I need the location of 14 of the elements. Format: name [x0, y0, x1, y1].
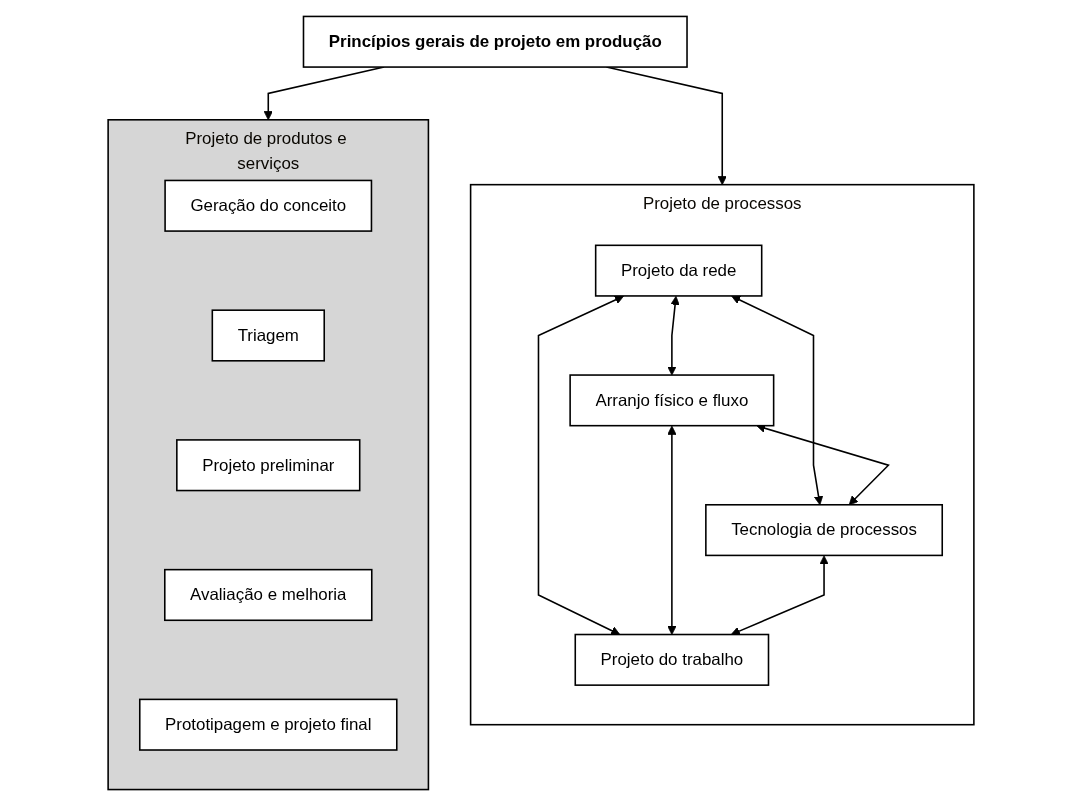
node-box: Geração do conceito	[164, 179, 373, 232]
node-box: Triagem	[211, 308, 325, 362]
node-box: Projeto preliminar	[176, 438, 361, 491]
arrow	[731, 295, 824, 505]
node-box: Prototipagem e projeto final	[139, 698, 398, 751]
node-box: Tecnologia de processos	[705, 503, 943, 556]
arrow	[537, 294, 624, 635]
node-box: Projeto da rede	[594, 244, 763, 297]
node-box: Avaliação e melhoria	[164, 568, 373, 621]
arrow	[667, 425, 677, 635]
node-box: Projeto do trabalho	[574, 633, 770, 686]
arrow	[667, 295, 680, 375]
node-box: Arranjo físico e fluxo	[569, 373, 775, 426]
node-box: Princípios gerais de projeto em produção	[302, 15, 688, 68]
